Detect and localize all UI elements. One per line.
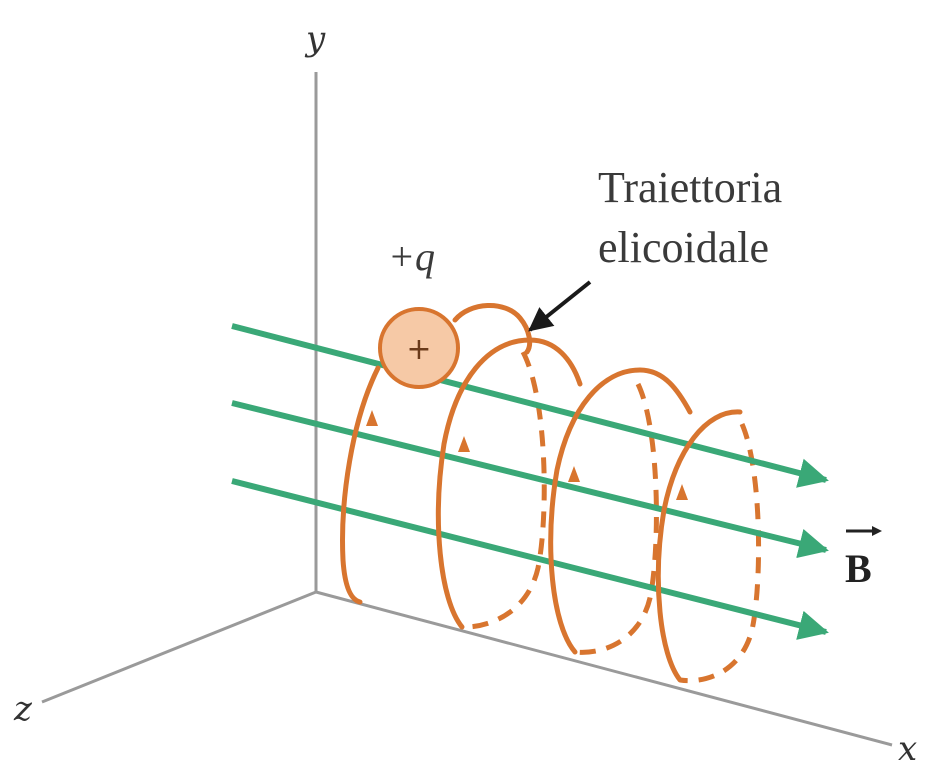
- callout-line-1: Traiettoria: [598, 163, 782, 212]
- x-axis-label: x: [898, 729, 917, 765]
- helix-front-1: [435, 337, 583, 630]
- y-axis-label: y: [304, 19, 326, 59]
- field-vector-label: B: [845, 526, 882, 591]
- helix-arrow-3: [568, 466, 580, 482]
- helix-back-2: [574, 382, 659, 655]
- z-axis: [41, 590, 317, 704]
- field-line-middle: [231, 400, 829, 559]
- field-lines: [231, 323, 829, 640]
- vector-arrow-head: [872, 526, 882, 536]
- helix-front-3: [655, 409, 743, 683]
- z-axis-label: z: [13, 689, 33, 729]
- helix-front-2: [548, 367, 693, 655]
- helix-back-3: [679, 423, 762, 684]
- charge-label: +q: [388, 234, 435, 279]
- charge-circle: [378, 307, 460, 389]
- callout-line-2: elicoidale: [598, 223, 769, 272]
- helix-arrow-2: [458, 436, 470, 452]
- field-line-bottom: [231, 478, 829, 640]
- callout-arrow: [528, 280, 592, 332]
- helix-back-segments: [461, 350, 762, 684]
- field-label: B: [845, 546, 872, 591]
- helix-direction-arrows: [366, 410, 688, 500]
- x-axis: [315, 590, 893, 747]
- helix-start-arc: [452, 303, 533, 355]
- helix-arrow-4: [676, 484, 688, 500]
- field-line-top: [231, 323, 829, 488]
- helix-front-0: [340, 365, 381, 605]
- charge-sign: +: [406, 332, 431, 367]
- charge-particle: +: [378, 307, 460, 389]
- helix-arrow-1: [366, 410, 378, 426]
- helix-front-segments: [340, 303, 743, 683]
